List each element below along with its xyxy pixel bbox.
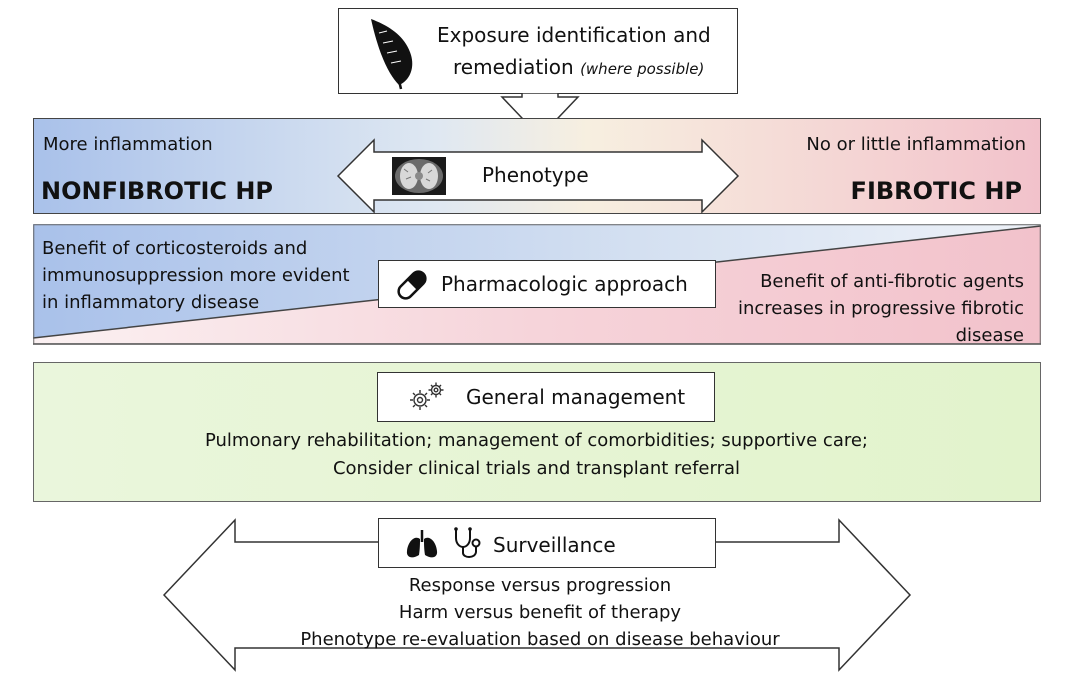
gears-icon — [410, 382, 444, 410]
general-management-band: Pulmonary rehabilitation; management of … — [33, 362, 1041, 502]
general-management-box: General management — [377, 372, 715, 422]
lungs-icon — [406, 530, 438, 558]
pharmacologic-box: Pharmacologic approach — [378, 260, 716, 308]
surveillance-line: Response versus progression — [408, 575, 672, 596]
lung-ct-scan-icon — [392, 157, 446, 195]
pharm-left-line: in inflammatory disease — [42, 292, 260, 313]
surveillance-label: Surveillance — [493, 533, 616, 557]
surveillance-line: Phenotype re-evaluation based on disease… — [300, 629, 780, 650]
surveillance-box: Surveillance — [378, 518, 716, 568]
general-management-label: General management — [466, 385, 686, 409]
phenotype-band: More inflammation NONFIBROTIC HP No or l… — [33, 118, 1041, 214]
pharm-right-line: increases in progressive fibrotic — [738, 298, 1024, 319]
down-arrow — [500, 93, 580, 139]
phenotype-left-note: More inflammation — [43, 134, 213, 155]
exposure-line2: remediation — [453, 55, 574, 79]
pharm-right-line: Benefit of anti-fibrotic agents — [760, 271, 1024, 292]
stethoscope-icon — [454, 527, 481, 558]
pharmacologic-label: Pharmacologic approach — [441, 272, 688, 296]
pharm-left-line: immunosuppression more evident — [42, 265, 350, 286]
exposure-box: Exposure identification and remediation … — [338, 8, 738, 94]
phenotype-left-title: NONFIBROTIC HP — [41, 177, 274, 205]
phenotype-label: Phenotype — [482, 163, 589, 187]
phenotype-right-note: No or little inflammation — [806, 134, 1026, 155]
general-line: Consider clinical trials and transplant … — [332, 458, 741, 479]
pharm-right-line: disease — [955, 325, 1024, 346]
pharmacologic-left-text: Benefit of corticosteroids and immunosup… — [42, 235, 350, 316]
surveillance-text: Response versus progression Harm versus … — [240, 572, 840, 653]
general-text: Pulmonary rehabilitation; management of … — [34, 427, 1039, 483]
phenotype-right-title: FIBROTIC HP — [850, 177, 1022, 205]
pharm-left-line: Benefit of corticosteroids and — [42, 238, 308, 259]
capsule-icon — [397, 270, 427, 300]
feather-icon — [371, 19, 413, 90]
exposure-line2-wrap: remediation (where possible) — [453, 55, 704, 79]
pharmacologic-right-text: Benefit of anti-fibrotic agents increase… — [738, 268, 1024, 349]
general-line: Pulmonary rehabilitation; management of … — [204, 430, 868, 451]
exposure-line1: Exposure identification and — [437, 23, 711, 47]
exposure-note: (where possible) — [580, 60, 705, 78]
surveillance-double-arrow — [162, 518, 912, 672]
surveillance-line: Harm versus benefit of therapy — [398, 602, 682, 623]
